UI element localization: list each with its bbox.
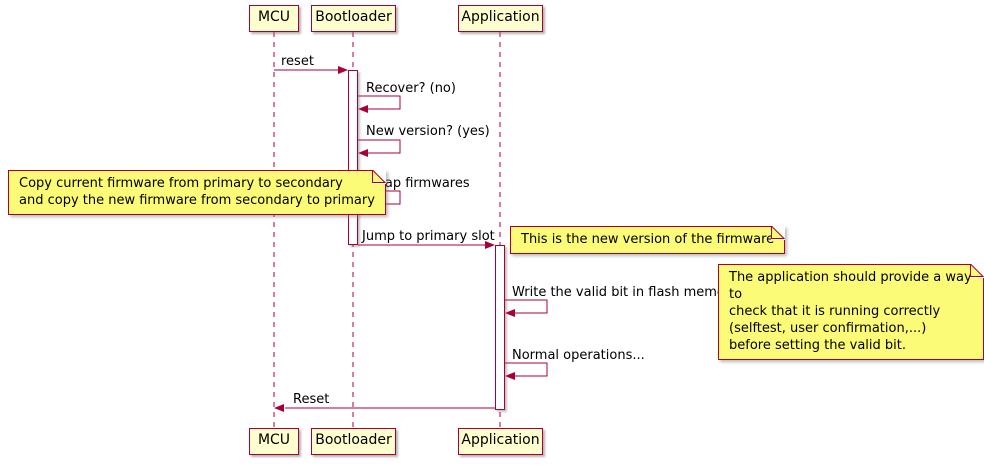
participant-application-bottom: Application — [458, 428, 543, 455]
note-copy-firmware: Copy current firmware from primary to se… — [8, 170, 386, 215]
note-new-firmware-version-text: This is the new version of the firmware — [521, 232, 775, 247]
note-copy-firmware-text: Copy current firmware from primary to se… — [19, 176, 375, 208]
message-label-jump: Jump to primary slot — [362, 229, 495, 244]
arrowhead-reset-back — [274, 404, 284, 412]
participant-mcu-top: MCU — [249, 5, 299, 32]
note-fold-icon — [970, 264, 984, 278]
participant-application-top: Application — [458, 5, 543, 32]
message-arrow-write-valid — [505, 299, 548, 314]
participant-bootloader-bottom: Bootloader — [311, 428, 396, 455]
message-label-swap: Swap firmwares — [366, 176, 470, 191]
note-valid-bit-text: The application should provide a way to … — [729, 270, 972, 353]
arrowhead-new-version — [358, 149, 368, 157]
message-arrow-recover — [358, 95, 401, 110]
note-fold-icon — [771, 226, 786, 240]
message-label-reset: reset — [281, 54, 314, 69]
note-valid-bit: The application should provide a way to … — [718, 264, 984, 360]
arrowhead-write-valid — [505, 309, 515, 317]
note-fold-icon — [371, 170, 386, 184]
arrowhead-reset — [338, 66, 348, 74]
arrowhead-normal-ops — [505, 372, 515, 380]
arrowhead-jump — [485, 241, 495, 249]
participant-bootloader-top: Bootloader — [311, 5, 396, 32]
message-label-reset-back: Reset — [293, 392, 330, 407]
arrowhead-recover — [358, 105, 368, 113]
activation-application — [495, 245, 505, 410]
activation-bootloader — [348, 70, 358, 245]
message-arrow-new-version — [358, 139, 401, 154]
message-label-write-valid: Write the valid bit in flash memory — [512, 285, 738, 300]
message-label-normal-ops: Normal operations... — [512, 348, 645, 363]
message-arrow-normal-ops — [505, 362, 548, 377]
note-new-firmware-version: This is the new version of the firmware — [510, 226, 786, 254]
participant-mcu-bottom: MCU — [249, 428, 299, 455]
message-label-recover: Recover? (no) — [366, 81, 456, 96]
message-label-new-version: New version? (yes) — [366, 124, 490, 139]
